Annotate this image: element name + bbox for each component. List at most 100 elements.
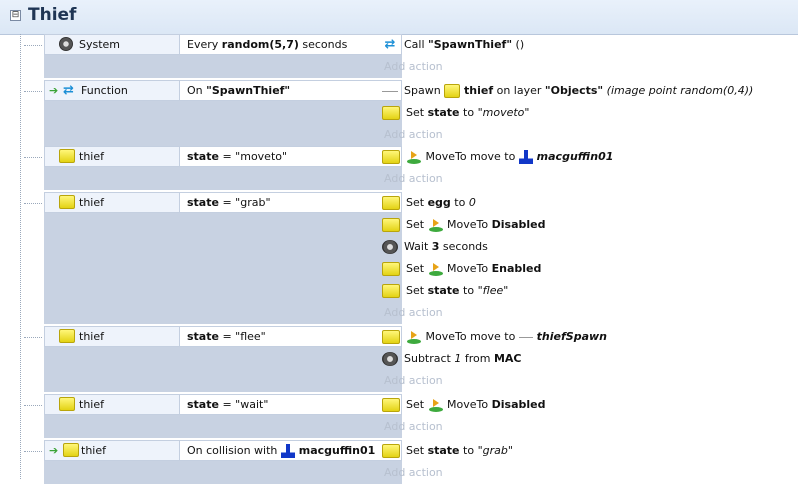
moveto-icon	[406, 330, 422, 344]
action-row[interactable]: Set MoveTo Disabled	[378, 214, 796, 236]
action-list: Spawn thief on layer "Objects" (image po…	[378, 80, 796, 146]
action-row[interactable]: MoveTo move to macguffin01	[378, 146, 796, 168]
add-action-link[interactable]: Add action	[384, 420, 443, 433]
condition-object-label: Function	[81, 84, 128, 97]
macguffin-icon	[280, 444, 295, 458]
tree-branch	[24, 451, 42, 452]
moveto-icon	[406, 150, 422, 164]
sprite-icon	[382, 218, 400, 232]
action-row[interactable]: MoveTo move to thiefSpawn	[378, 326, 796, 348]
condition-object[interactable]: ➔ ⇄ Function	[45, 81, 180, 100]
action-row[interactable]: Spawn thief on layer "Objects" (image po…	[378, 80, 796, 102]
tree-branch	[24, 157, 42, 158]
sprite-icon	[382, 398, 400, 412]
condition-object-label: thief	[81, 444, 106, 457]
action-row[interactable]: Set state to "flee"	[378, 280, 796, 302]
sprite-icon	[59, 149, 75, 163]
action-list: Set state to "grab" Add action	[378, 440, 796, 484]
action-row[interactable]: Wait 3 seconds	[378, 236, 796, 258]
sprite-icon	[382, 284, 400, 298]
function-icon: ⇄	[63, 83, 74, 98]
condition-area[interactable]	[44, 192, 402, 324]
sprite-icon	[382, 262, 400, 276]
tree-branch	[24, 91, 42, 92]
condition-row[interactable]: thief state = "flee"	[44, 326, 402, 347]
function-call-icon: ⇄	[384, 37, 396, 52]
tree-branch	[24, 203, 42, 204]
sprite-icon	[59, 329, 75, 343]
trigger-arrow-icon: ➔	[49, 84, 59, 97]
action-row[interactable]: Set MoveTo Enabled	[378, 258, 796, 280]
group-title: Thief	[28, 5, 77, 25]
condition-object[interactable]: ➔ thief	[45, 441, 180, 460]
action-row[interactable]: Set MoveTo Disabled	[378, 394, 796, 416]
condition-text: state = "moveto"	[187, 150, 288, 163]
event-block[interactable]: System Every random(5,7) seconds ⇄Call "Sp…	[24, 34, 798, 78]
trigger-arrow-icon: ➔	[49, 444, 59, 457]
sprite-icon	[382, 106, 400, 120]
condition-object-label: thief	[79, 196, 104, 209]
action-row[interactable]: ⇄Call "SpawnThief" ()	[378, 34, 796, 56]
action-row[interactable]: Subtract 1 from MAC	[378, 348, 796, 370]
action-row[interactable]: Set state to "moveto"	[378, 102, 796, 124]
collapse-icon[interactable]: ⊟	[10, 10, 21, 21]
line-icon	[518, 336, 533, 338]
add-action-link[interactable]: Add action	[384, 306, 443, 319]
condition-object[interactable]: thief	[45, 193, 180, 212]
action-list: ⇄Call "SpawnThief" () Add action	[378, 34, 796, 78]
condition-object-label: thief	[79, 330, 104, 343]
condition-object[interactable]: thief	[45, 147, 180, 166]
condition-object[interactable]: thief	[45, 327, 180, 346]
condition-object[interactable]: System	[45, 35, 180, 54]
condition-object-label: thief	[79, 150, 104, 163]
gear-icon	[382, 240, 398, 254]
tree-branch	[24, 45, 42, 46]
condition-text: Every random(5,7) seconds	[187, 38, 348, 51]
sprite-icon	[59, 397, 75, 411]
sprite-icon	[382, 196, 400, 210]
line-icon	[382, 90, 398, 92]
moveto-icon	[428, 262, 444, 276]
moveto-icon	[428, 398, 444, 412]
add-action-link[interactable]: Add action	[384, 172, 443, 185]
sprite-icon	[59, 195, 75, 209]
action-row[interactable]: Set egg to 0	[378, 192, 796, 214]
event-block[interactable]: thief state = "moveto" MoveTo move to mac…	[24, 146, 798, 190]
condition-row[interactable]: thief state = "moveto"	[44, 146, 402, 167]
sprite-icon	[382, 444, 400, 458]
add-action-link[interactable]: Add action	[384, 466, 443, 479]
sprite-icon	[63, 443, 79, 457]
condition-row[interactable]: thief state = "wait"	[44, 394, 402, 415]
tree-branch	[24, 405, 42, 406]
moveto-icon	[428, 218, 444, 232]
condition-object-label: System	[79, 38, 121, 51]
condition-text: state = "flee"	[187, 330, 266, 343]
group-header[interactable]: ⊟ Thief	[0, 0, 798, 35]
condition-row[interactable]: ➔ thief On collision with macguffin01	[44, 440, 402, 461]
add-action-link[interactable]: Add action	[384, 128, 443, 141]
condition-object-label: thief	[79, 398, 104, 411]
condition-text: On collision with macguffin01	[187, 444, 376, 458]
condition-object[interactable]: thief	[45, 395, 180, 414]
condition-text: state = "wait"	[187, 398, 269, 411]
action-row[interactable]: Set state to "grab"	[378, 440, 796, 462]
add-action-link[interactable]: Add action	[384, 60, 443, 73]
condition-row[interactable]: System Every random(5,7) seconds	[44, 34, 402, 55]
tree-branch	[24, 337, 42, 338]
sprite-icon	[382, 150, 400, 164]
gear-icon	[59, 37, 73, 51]
sprite-icon	[382, 330, 400, 344]
macguffin-icon	[518, 150, 533, 164]
event-block[interactable]: thief state = "flee" MoveTo move to thief…	[24, 326, 798, 392]
add-action-link[interactable]: Add action	[384, 374, 443, 387]
